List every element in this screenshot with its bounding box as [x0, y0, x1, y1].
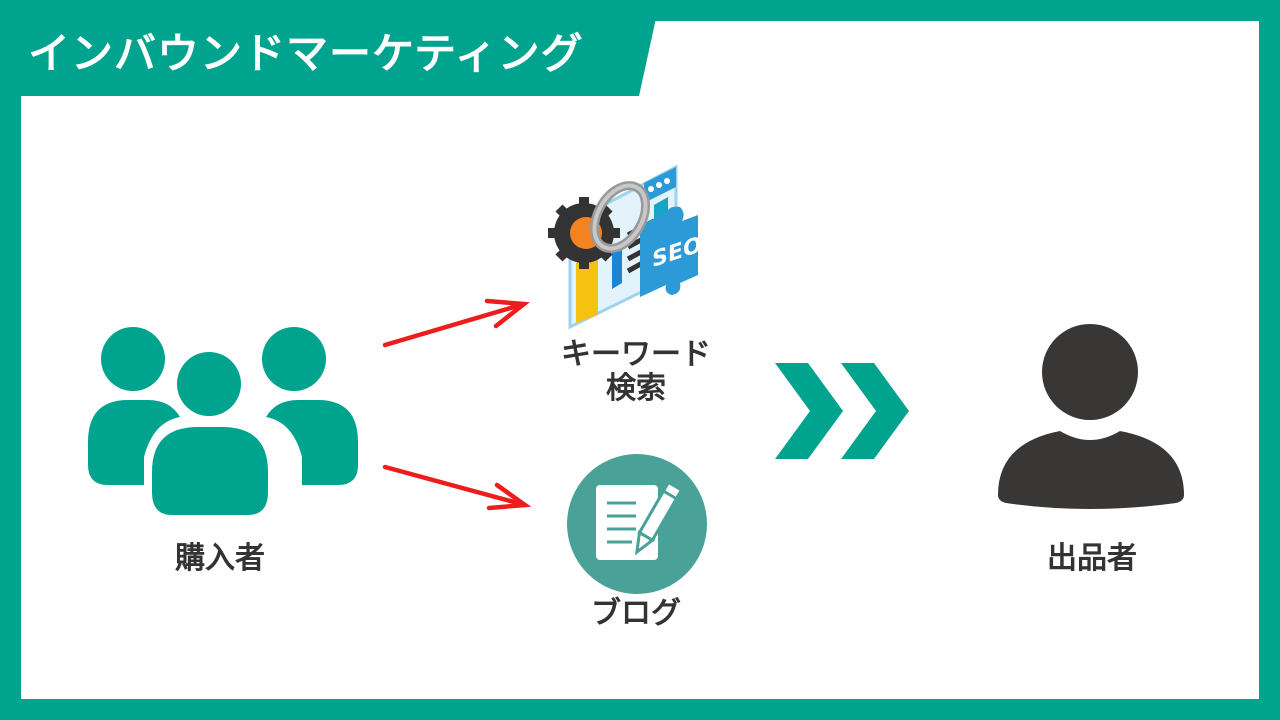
blog-document-pencil-icon: [567, 454, 707, 594]
keyword-search-label-line1: キーワード: [561, 337, 711, 372]
people-group-icon: [88, 327, 358, 515]
seller-label: 出品者: [1047, 541, 1137, 576]
buyers-label: 購入者: [175, 541, 265, 576]
person-icon: [998, 324, 1184, 509]
keyword-search-label-line2: 検索: [606, 371, 666, 406]
double-chevron-right-icon: [775, 363, 909, 459]
blog-label: ブログ: [591, 596, 681, 631]
page-title: インバウンドマーケティング: [28, 29, 584, 78]
seo-puzzle-gear-icon: SEO: [548, 164, 702, 330]
title-banner: インバウンドマーケティング: [0, 0, 660, 96]
keyword-search-label: キーワード 検索: [536, 338, 736, 406]
